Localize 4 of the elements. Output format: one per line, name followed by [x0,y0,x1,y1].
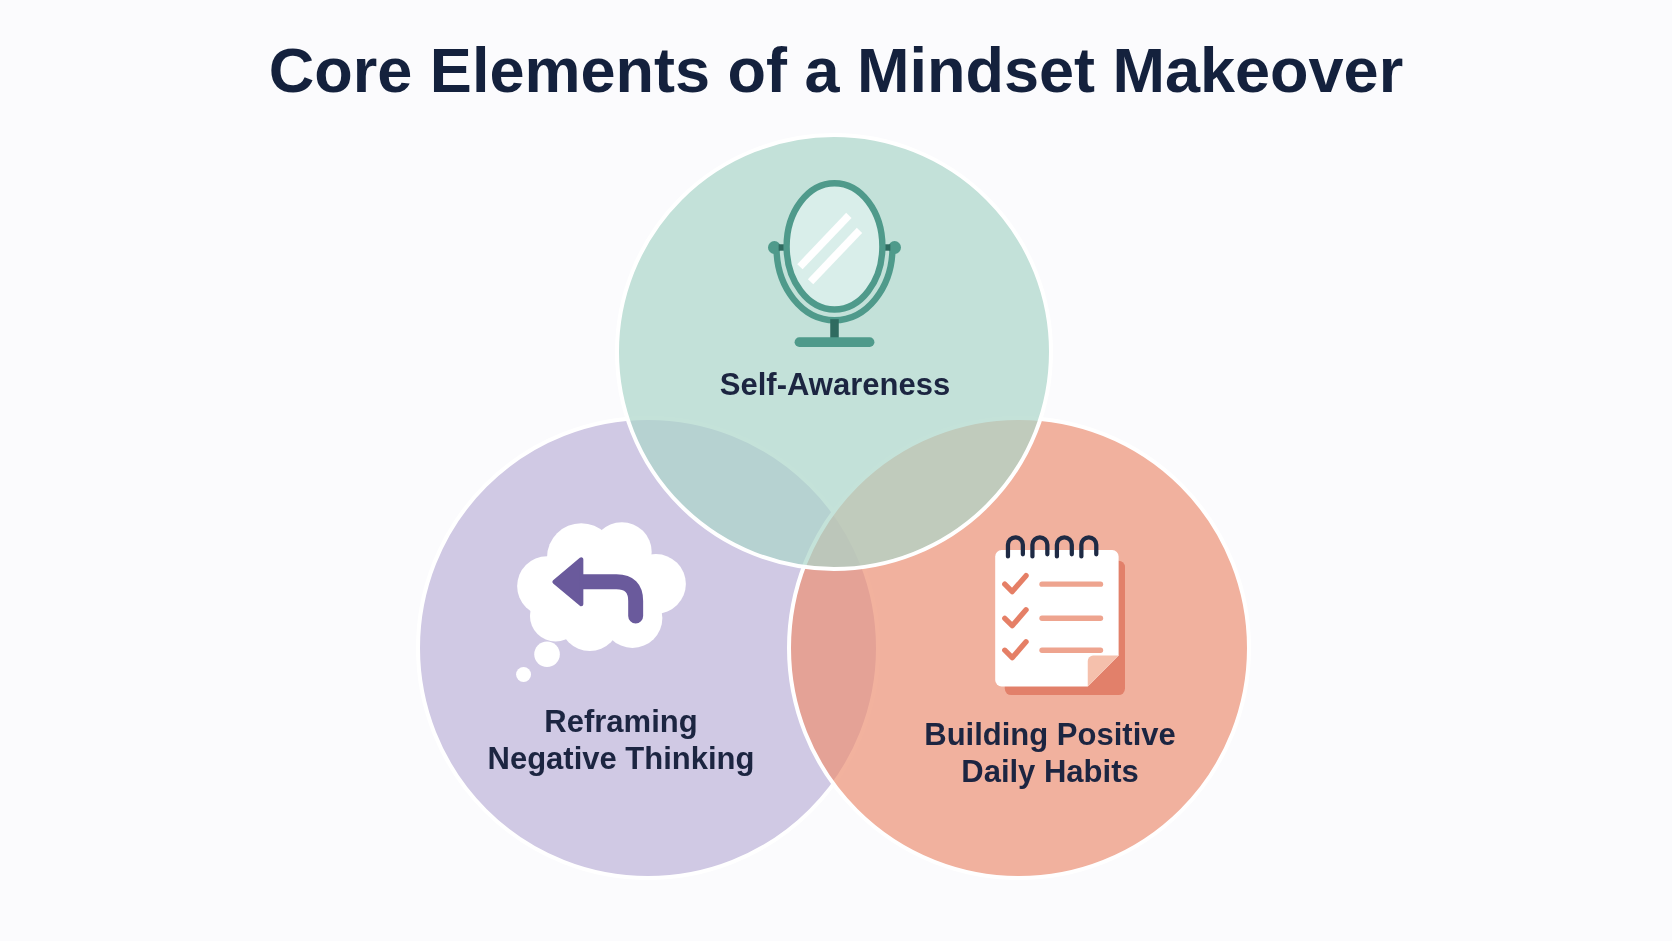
circle-label: Building Positive Daily Habits [923,716,1177,790]
diagram-title: Core Elements of a Mindset Makeover [268,34,1404,106]
circle-label: Self-Awareness [719,365,951,403]
circle-label: Reframing Negative Thinking [486,703,756,777]
